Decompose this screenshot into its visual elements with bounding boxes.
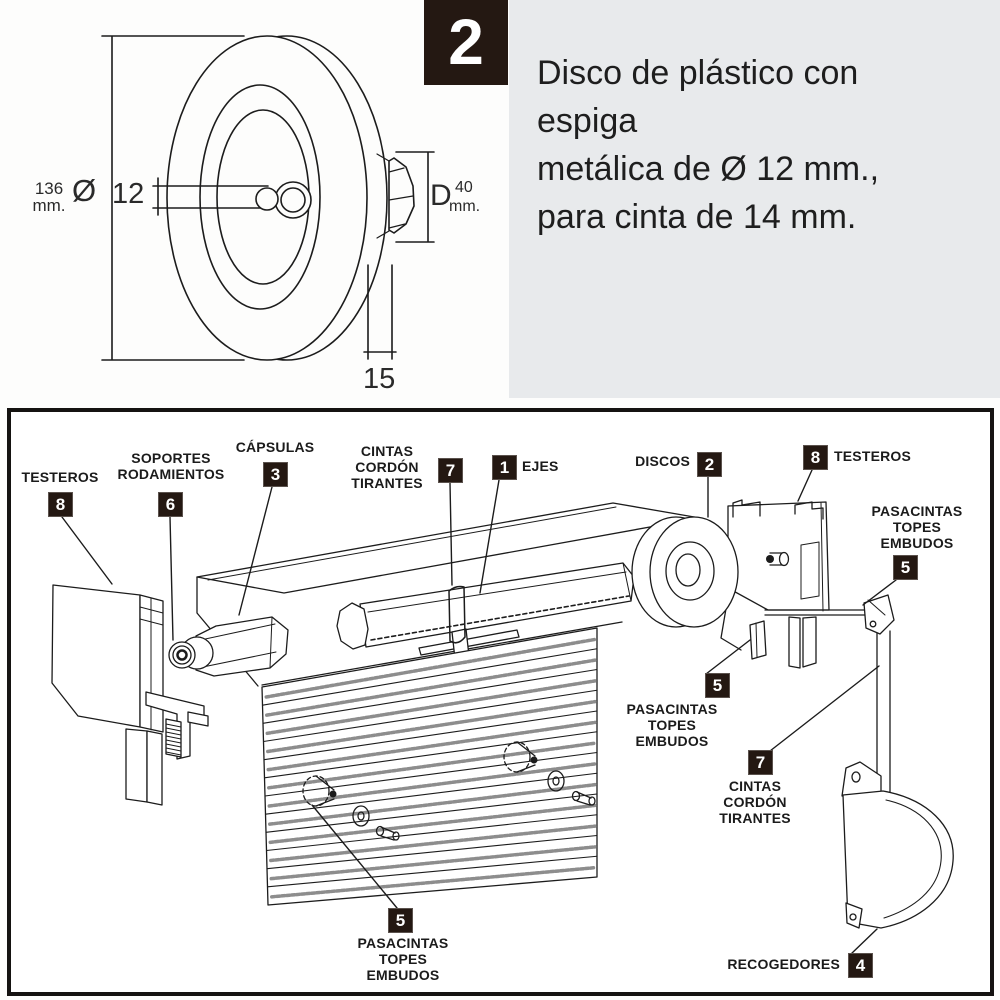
tape-guide-right	[863, 594, 895, 635]
description-line: Disco de plástico con	[537, 54, 859, 92]
label-cintas-top: CINTAS CORDÓN TIRANTES	[342, 443, 432, 491]
tape-guide-small	[749, 620, 767, 660]
label-capsulas: CÁPSULAS	[235, 439, 315, 455]
d-dim-bracket	[395, 151, 435, 243]
disc-part	[631, 516, 739, 628]
bore-dimension: 12	[112, 178, 145, 210]
hub-profile	[388, 157, 415, 234]
rod	[764, 609, 867, 616]
width-value: 40	[455, 179, 473, 196]
funnel-detail-b	[503, 741, 596, 806]
label-line: EMBUDOS	[635, 733, 709, 749]
label-soportes-rodamientos: SOPORTES RODAMIENTOS	[106, 450, 236, 482]
description-line: para cinta de 14 mm.	[537, 198, 857, 236]
exploded-diagram	[51, 469, 954, 955]
diameter-symbol: Ø	[72, 173, 97, 208]
thickness-dim-lines	[363, 264, 397, 360]
label-ejes: EJES	[522, 458, 559, 474]
badge-5-middle: 5	[705, 673, 730, 698]
label-line: CINTAS	[360, 443, 414, 459]
badge-2-diagram: 2	[697, 452, 722, 477]
label-line: RODAMIENTOS	[117, 466, 225, 482]
label-line: EMBUDOS	[880, 535, 954, 551]
right-end-plate	[720, 499, 830, 669]
label-line: CORDÓN	[355, 459, 419, 475]
badge-8-right: 8	[803, 445, 828, 470]
box-front-bottom-edge	[261, 621, 623, 686]
label-line: TIRANTES	[351, 475, 423, 491]
disc-face-ellipse	[199, 84, 321, 310]
description-block	[509, 0, 1000, 398]
hub-ring-inner	[280, 187, 306, 213]
label-line: TOPES	[378, 951, 428, 967]
badge-4: 4	[848, 953, 873, 978]
description-line: metálica de Ø 12 mm.,	[537, 150, 880, 188]
label-pasacintas-bottom: PASACINTAS TOPES EMBUDOS	[344, 935, 462, 983]
badge-5-right: 5	[893, 555, 918, 580]
badge-7-lower: 7	[748, 750, 773, 775]
label-pasacintas-right: PASACINTAS TOPES EMBUDOS	[858, 503, 976, 551]
diameter-dim-line	[101, 35, 245, 361]
label-line: PASACINTAS	[871, 503, 963, 519]
description-line: espiga	[537, 102, 638, 140]
diameter-dimension: 136 mm.	[26, 180, 72, 214]
rim-thickness-dimension: 15	[363, 363, 396, 395]
label-line: SOPORTES	[131, 450, 211, 466]
funnel-detail-a	[302, 775, 400, 841]
label-line: TIRANTES	[719, 810, 791, 826]
label-testeros-right: TESTEROS	[834, 448, 912, 464]
label-testeros-left: TESTEROS	[21, 469, 99, 485]
box-top-inner-line	[207, 506, 617, 581]
axle-facet-solid	[367, 571, 627, 613]
product-description: Disco de plástico con espiga metálica de…	[537, 49, 977, 241]
hub-profile-facets	[376, 153, 414, 239]
diameter-unit: mm.	[32, 196, 66, 215]
label-discos: DISCOS	[635, 453, 690, 469]
axle-end-octagon	[336, 602, 369, 650]
axle-facet-dashed	[370, 595, 630, 641]
diameter-value: 136	[34, 179, 64, 198]
item-number-badge: 2	[424, 0, 508, 85]
bearing-support	[145, 691, 209, 760]
label-line: EMBUDOS	[366, 967, 440, 983]
label-pasacintas-middle: PASACINTAS TOPES EMBUDOS	[613, 701, 731, 749]
badge-8-left: 8	[48, 492, 73, 517]
leader-lines	[61, 469, 897, 955]
label-line: TOPES	[647, 717, 697, 733]
label-recogedores: RECOGEDORES	[727, 956, 840, 972]
label-line: TOPES	[892, 519, 942, 535]
badge-1: 1	[492, 455, 517, 480]
label-line: CORDÓN	[723, 794, 787, 810]
axle-end-face	[622, 562, 632, 602]
label-line: PASACINTAS	[626, 701, 718, 717]
lath	[418, 629, 520, 656]
badge-5-bottom: 5	[388, 908, 413, 933]
width-unit: mm.	[449, 198, 481, 215]
label-line: PASACINTAS	[357, 935, 449, 951]
curtain-slats	[261, 637, 598, 899]
strap	[448, 585, 466, 644]
width-letter: D	[430, 179, 452, 212]
capsule	[168, 616, 289, 677]
badge-7-top: 7	[438, 458, 463, 483]
badge-3: 3	[263, 462, 288, 487]
label-line: CINTAS	[728, 778, 782, 794]
spike-rod	[152, 177, 269, 216]
pin-dot	[766, 555, 774, 563]
rod-end	[255, 187, 279, 211]
tape-winder	[841, 761, 954, 929]
disc-technical-drawing	[101, 35, 435, 361]
label-cintas-lower: CINTAS CORDÓN TIRANTES	[709, 778, 801, 826]
badge-6: 6	[158, 492, 183, 517]
